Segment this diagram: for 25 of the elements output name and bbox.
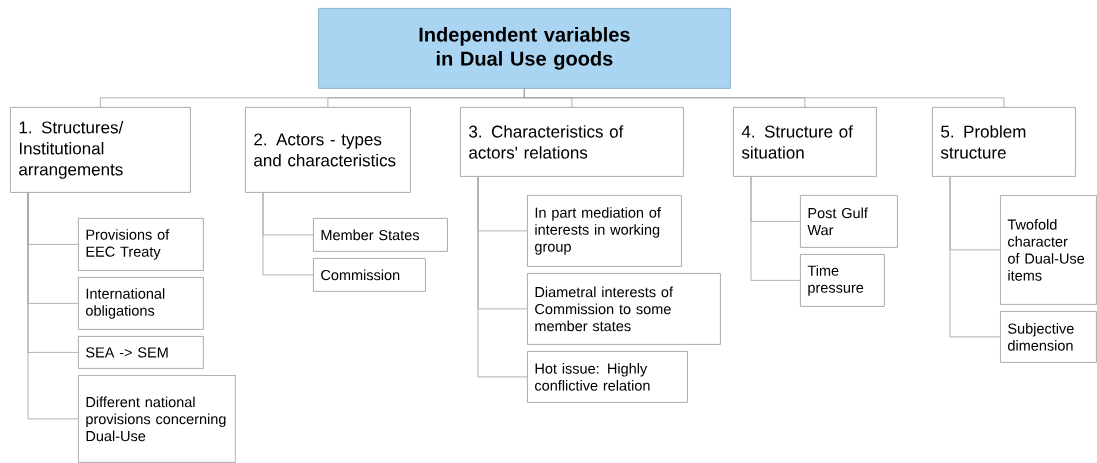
category-box: 3. Characteristics of actors' relations [460,107,684,177]
connector-line [477,176,528,378]
category-box: 2. Actors - types and characteristics [245,107,411,193]
item-box: Member States [313,218,448,252]
item-box: SEA -> SEM [78,336,204,369]
item-box: In part mediation of interests in working group [527,195,682,267]
item-box: Hot issue: Highly conflictive relation [527,351,688,403]
item-box: International obligations [78,277,204,330]
category-box: 4. Structure of situation [733,107,877,177]
item-box: Different national provisions concerning Dual-Use [78,375,236,463]
item-box: Twofold character of Dual-Use items [1000,195,1097,305]
item-box: Post Gulf War [800,195,898,248]
category-box: 5. Problem structure [932,107,1076,177]
category-box: 1. Structures/ Institutional arrangements [10,107,191,193]
connector-line [949,176,1001,338]
item-box: Time pressure [800,254,885,307]
item-box: Commission [313,258,426,292]
item-box: Subjective dimension [1000,311,1097,363]
heading-box: Independent variables in Dual Use goods [318,8,731,89]
connector-line [524,88,1005,108]
connector-line [27,192,79,420]
item-box: Diametral interests of Commission to some member states [527,273,721,345]
connector-line [750,176,801,281]
connector-line [262,192,314,276]
item-box: Provisions of EEC Treaty [78,218,204,271]
